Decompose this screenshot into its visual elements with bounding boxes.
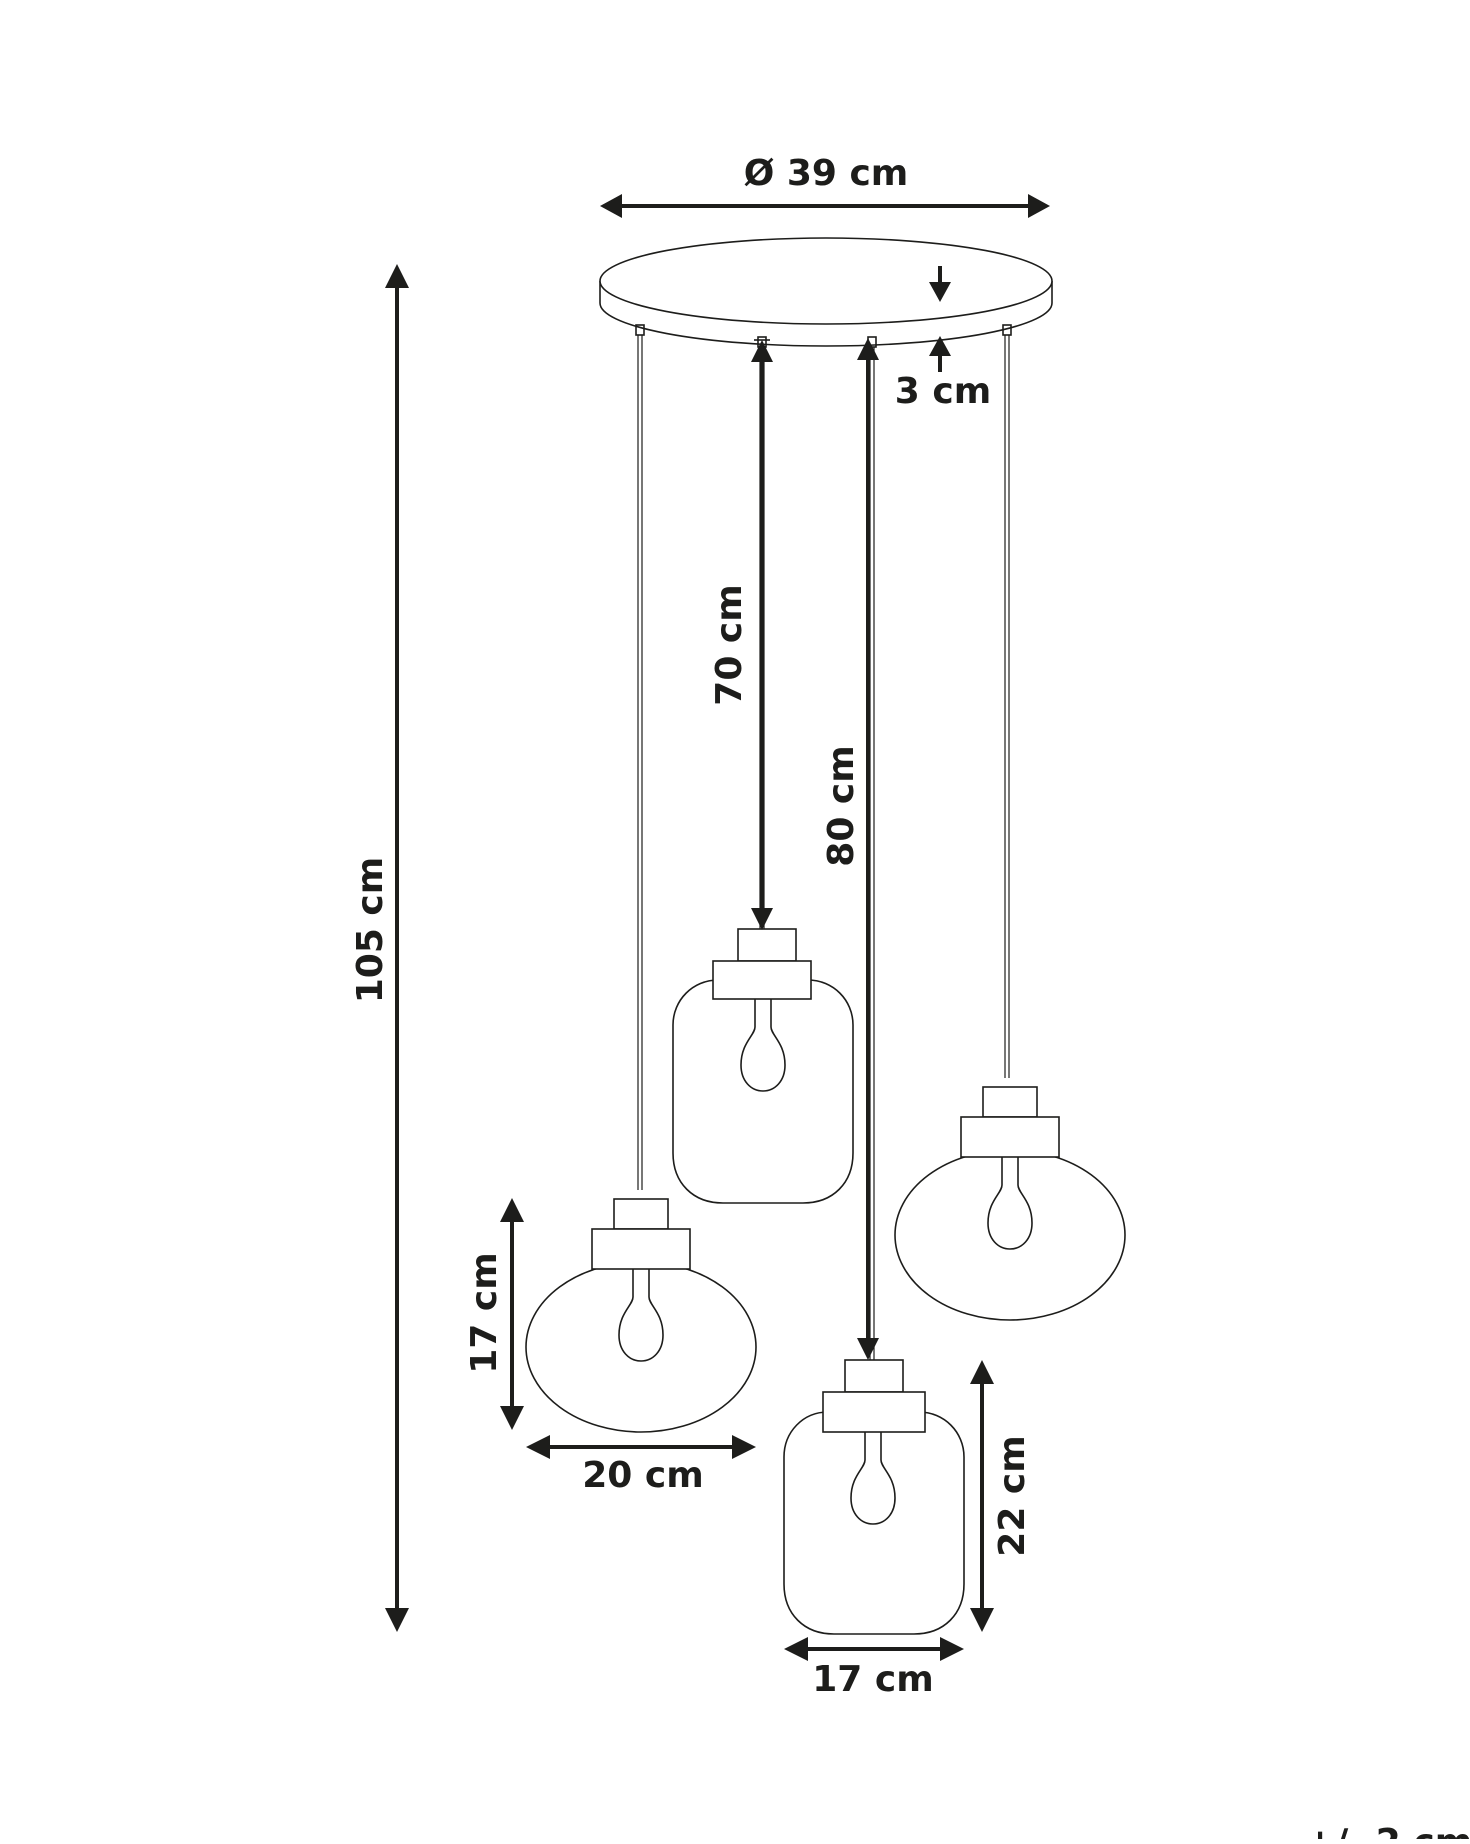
dimension-arrows: [385, 194, 1050, 1661]
tall-shade-width-label: 17 cm: [812, 1659, 933, 1700]
cable-long-label: 80 cm: [821, 745, 862, 866]
round-shade-height-label: 17 cm: [464, 1252, 505, 1373]
tall-shade-height-label: 22 cm: [992, 1435, 1033, 1556]
tolerance-label: +/- 2 cm: [1305, 1822, 1470, 1839]
pendant-tall-lower: [783, 1359, 965, 1635]
pendant-round-right: [894, 1086, 1126, 1321]
canopy-height-label: 3 cm: [895, 371, 991, 412]
pendant-round-left: [525, 1198, 757, 1433]
round-shade-width-label: 20 cm: [582, 1455, 703, 1496]
pendant-tall-upper: [672, 928, 854, 1204]
canopy-diameter-label: Ø 39 cm: [744, 153, 909, 194]
total-height-label: 105 cm: [350, 857, 391, 1004]
ceiling-canopy: [599, 237, 1053, 348]
cable-short-label: 70 cm: [709, 584, 750, 705]
